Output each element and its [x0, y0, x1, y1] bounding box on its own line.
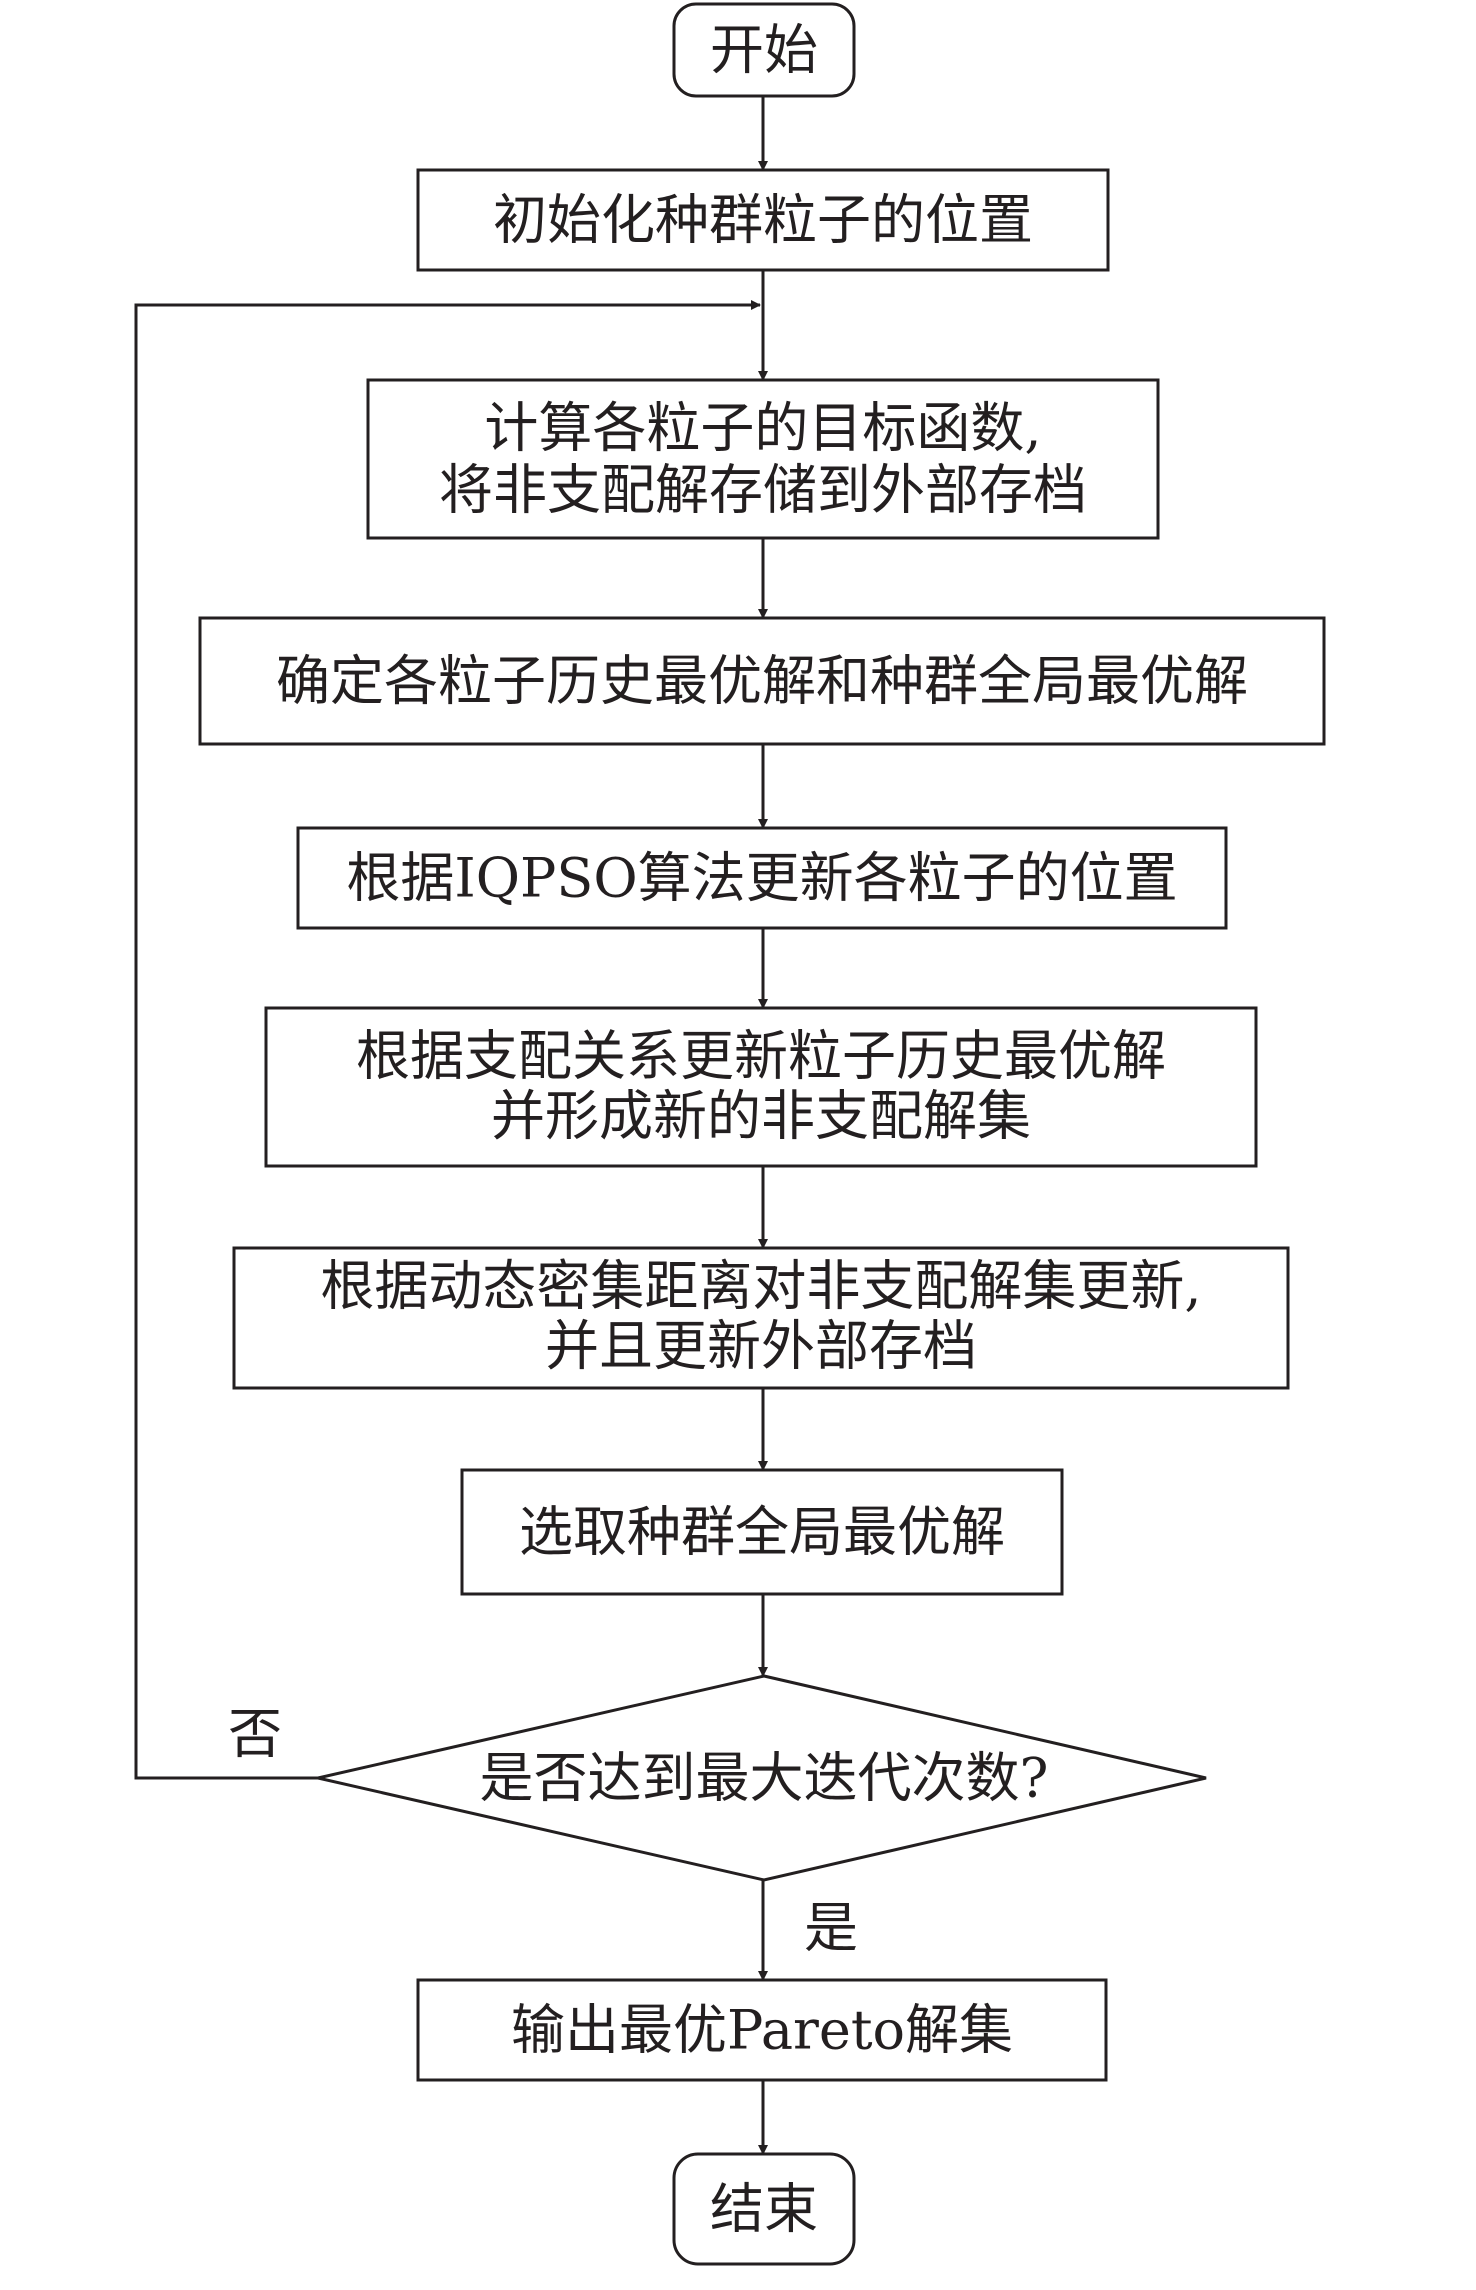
step-determine-text: 确定各粒子历史最优解和种群全局最优解 [276, 650, 1248, 713]
step-determine: 确定各粒子历史最优解和种群全局最优解 [198, 616, 1326, 746]
start-label: 开始 [710, 19, 818, 82]
step-update-positions: 根据IQPSO算法更新各粒子的位置 [296, 826, 1228, 930]
step-update-best: 根据支配关系更新粒子历史最优解 并形成新的非支配解集 [264, 1006, 1258, 1168]
label-no: 否 [228, 1703, 282, 1766]
loop-back-no-path [134, 300, 761, 1780]
start-node: 开始 [672, 2, 856, 98]
step-update-archive-line1: 根据动态密集距离对非支配解集更新, [320, 1255, 1201, 1318]
step-update-archive: 根据动态密集距离对非支配解集更新, 并且更新外部存档 [232, 1246, 1290, 1390]
step-update-best-line1: 根据支配关系更新粒子历史最优解 [356, 1025, 1166, 1088]
step-compute-line1: 计算各粒子的目标函数, [484, 397, 1041, 460]
decision-text: 是否达到最大迭代次数? [480, 1747, 1049, 1810]
label-yes: 是 [804, 1897, 858, 1960]
step-update-best-line2: 并形成新的非支配解集 [491, 1085, 1031, 1148]
step-select-global: 选取种群全局最优解 [460, 1468, 1064, 1596]
step-output: 输出最优Pareto解集 [416, 1978, 1108, 2082]
step-init: 初始化种群粒子的位置 [416, 168, 1110, 272]
end-label: 结束 [710, 2178, 818, 2241]
step-update-archive-line2: 并且更新外部存档 [545, 1315, 977, 1378]
step-init-text: 初始化种群粒子的位置 [493, 189, 1033, 252]
end-node: 结束 [672, 2152, 856, 2266]
decision-node: 是否达到最大迭代次数? [317, 1674, 1207, 1882]
step-compute-line2: 将非支配解存储到外部存档 [439, 459, 1087, 522]
step-output-text: 输出最优Pareto解集 [511, 1999, 1013, 2062]
step-update-positions-text: 根据IQPSO算法更新各粒子的位置 [346, 847, 1177, 910]
step-compute: 计算各粒子的目标函数, 将非支配解存储到外部存档 [366, 378, 1160, 540]
step-select-global-text: 选取种群全局最优解 [519, 1501, 1005, 1564]
